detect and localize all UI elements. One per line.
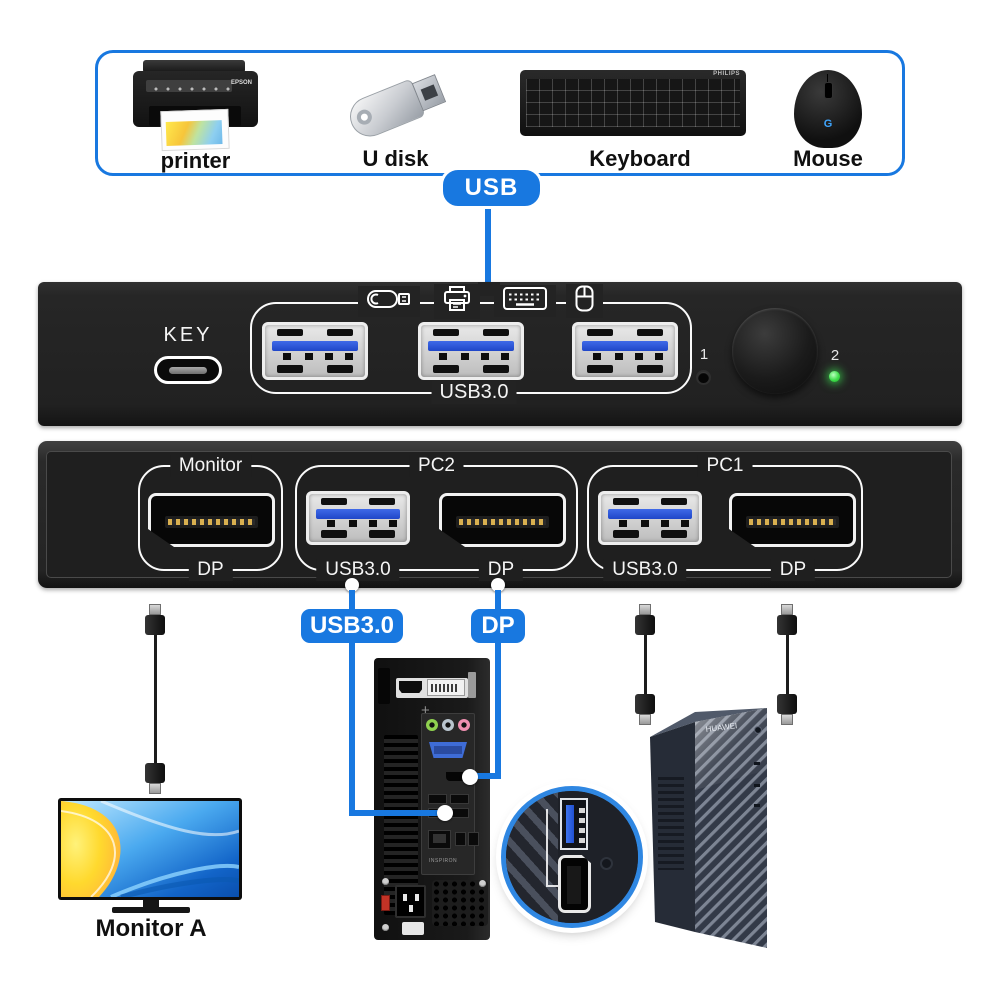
pc-tower-front: HUAWEI <box>650 708 767 948</box>
indicator-1-label: 1 <box>699 346 709 363</box>
printer-icon <box>434 284 480 319</box>
monitor-dp-label: DP <box>188 559 233 581</box>
usb30-line-seg3 <box>349 810 449 816</box>
usb30-badge: USB3.0 <box>301 609 403 643</box>
udisk-label: U disk <box>362 146 429 171</box>
vga-port <box>429 742 467 758</box>
key-port <box>154 356 222 384</box>
voltage-switch <box>381 895 390 911</box>
screw-icon: + <box>421 702 430 719</box>
usb-cable-pc2 <box>776 604 798 725</box>
pc1-group-bracket: PC1 USB3.0 DP <box>587 455 863 581</box>
usb-drive-icon <box>358 286 420 317</box>
dp-badge: DP <box>471 609 525 643</box>
keyboard-icon <box>494 285 556 317</box>
front-usb3-port-2 <box>418 322 524 380</box>
printer-image: EPSON <box>133 58 258 152</box>
pc1-usb30-label: USB3.0 <box>603 559 687 581</box>
mouse-icon <box>566 284 603 318</box>
front-usb3-port-1 <box>262 322 368 380</box>
monitor-dp-port <box>148 493 275 547</box>
audio-jack-line <box>442 719 454 731</box>
usb-connector-line <box>485 200 491 288</box>
magnified-dp-port <box>558 855 591 913</box>
indicator-2-label: 2 <box>830 347 840 364</box>
usb-badge: USB <box>440 167 543 209</box>
dp-line-seg2 <box>495 641 501 779</box>
dp-line-seg3 <box>469 773 501 779</box>
monitor-group-title: Monitor <box>169 455 252 477</box>
mouse-image: G <box>794 70 862 148</box>
usb30-line-seg1 <box>349 590 355 612</box>
pc2-dp-label: DP <box>478 559 524 581</box>
ethernet-port <box>428 830 451 849</box>
pc2-dp-port <box>439 493 566 547</box>
magnified-usb3-port <box>560 798 588 850</box>
ports-magnifier <box>501 786 643 928</box>
pc2-group-title: PC2 <box>409 455 464 477</box>
pc2-usb30-label: USB3.0 <box>316 559 400 581</box>
kvm-rear-panel: Monitor DP PC2 USB3.0 DP PC1 <box>38 441 962 588</box>
dp-line-dot-pc <box>462 769 478 785</box>
keyboard-image: PHILIPS <box>520 70 746 136</box>
monitor-wallpaper <box>60 799 240 900</box>
vent-grille <box>432 880 488 926</box>
keyboard-label: Keyboard <box>589 146 691 171</box>
dp-line-seg1 <box>495 590 501 612</box>
audio-jack-green <box>426 719 438 731</box>
logitech-g-logo: G <box>823 118 833 130</box>
tower-brand: HUAWEI <box>705 721 738 734</box>
pc1-dp-label: DP <box>770 559 816 581</box>
keyboard-brand: PHILIPS <box>713 71 740 77</box>
indicator-2-led <box>829 371 840 382</box>
pc1-usb3-port <box>598 491 702 545</box>
front-usb3-port-3 <box>572 322 678 380</box>
hdmi-port <box>446 772 470 781</box>
monitor-a-label: Monitor A <box>95 915 207 942</box>
key-port-label: KEY <box>163 324 213 346</box>
usb30-line-dot-pc <box>437 805 453 821</box>
printer-brand: EPSON <box>231 80 253 86</box>
screw-hole <box>600 857 613 870</box>
pc-rear-model: INSPIRON <box>429 858 458 864</box>
usb-cable-monitor <box>144 604 166 794</box>
dp-line-dot-top <box>491 578 505 592</box>
pc1-dp-port <box>729 493 856 547</box>
audio-jack-mic <box>458 719 470 731</box>
power-socket <box>395 885 426 918</box>
pc2-group-bracket: PC2 USB3.0 DP <box>295 455 578 581</box>
pc-tower-rear: + INSPIRON <box>372 658 494 942</box>
usb-cable-pc1 <box>634 604 656 725</box>
usb30-line-dot-top <box>345 578 359 592</box>
monitor-group-bracket: Monitor DP <box>138 455 283 581</box>
usb30-line-seg2 <box>349 641 355 816</box>
printer-label: printer <box>160 148 231 173</box>
kvm-front-panel: KEY <box>38 282 962 426</box>
indicator-1-led <box>698 372 709 383</box>
pc2-usb3-port <box>306 491 410 545</box>
pc1-group-title: PC1 <box>697 455 753 477</box>
rear-io-panel: INSPIRON <box>421 713 479 875</box>
mouse-label: Mouse <box>793 146 863 171</box>
front-usb30-label: USB3.0 <box>431 381 517 404</box>
switch-button[interactable] <box>732 308 818 394</box>
